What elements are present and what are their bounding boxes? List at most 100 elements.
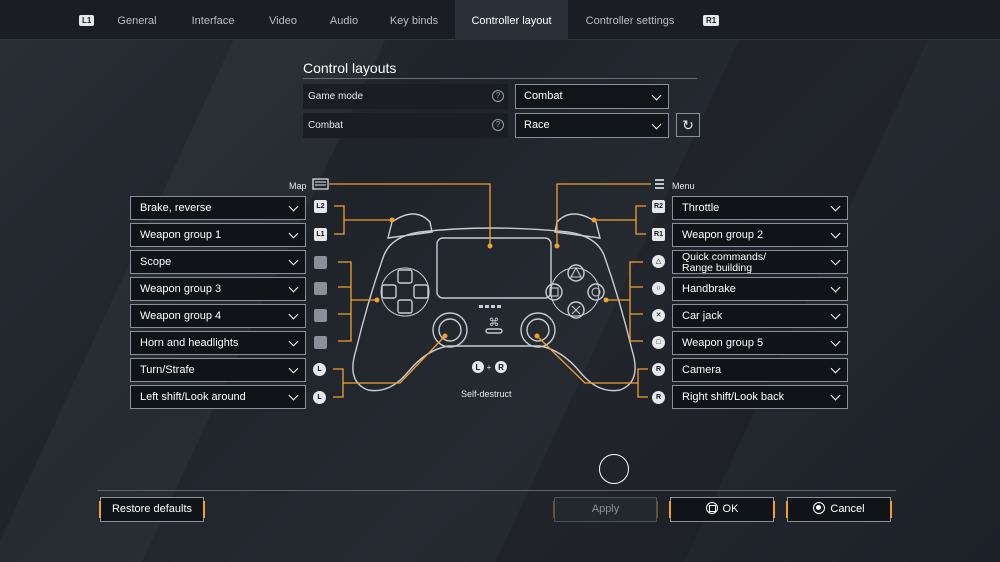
square-button-icon: □ <box>652 336 665 349</box>
l2-trigger-icon: L2 <box>314 200 327 213</box>
cancel-button[interactable]: Cancel <box>786 497 892 522</box>
binding-dpad-down-select[interactable]: Weapon group 4 <box>130 304 306 328</box>
binding-l3-select[interactable]: Left shift/Look around <box>130 385 306 409</box>
left-stick-icon: L <box>313 363 326 376</box>
help-icon[interactable]: ? <box>492 119 504 131</box>
binding-value: Weapon group 3 <box>140 283 222 295</box>
game-mode-select[interactable]: Combat <box>515 84 669 109</box>
circle-button-icon <box>813 502 826 514</box>
tab-general[interactable]: General <box>117 15 157 27</box>
game-mode-label: Game mode <box>308 91 364 102</box>
ok-button[interactable]: OK <box>669 497 775 522</box>
l1-shoulder-hint[interactable]: L1 <box>79 15 95 26</box>
right-stick-icon: R <box>652 363 665 376</box>
restore-defaults-button[interactable]: Restore defaults <box>99 497 205 522</box>
binding-dpad-right-select[interactable]: Horn and headlights <box>130 331 306 355</box>
game-mode-value: Combat <box>524 90 563 102</box>
binding-r1-select[interactable]: Weapon group 2 <box>672 223 848 247</box>
controller-outline <box>352 213 636 392</box>
chevron-down-icon <box>288 309 299 320</box>
binding-r2-select[interactable]: Throttle <box>672 196 848 220</box>
binding-value: Right shift/Look back <box>682 391 785 403</box>
dpad-right-icon <box>314 336 327 349</box>
svg-text:+: + <box>487 363 492 372</box>
left-stick-press-icon: L <box>313 391 326 404</box>
help-icon[interactable]: ? <box>492 90 504 102</box>
tab-controller-layout[interactable]: Controller layout <box>455 0 568 40</box>
r1-shoulder-hint[interactable]: R1 <box>703 15 720 26</box>
combat-layout-select[interactable]: Race <box>515 113 669 138</box>
dpad-down-icon <box>314 309 327 322</box>
binding-right-stick-select[interactable]: Camera <box>672 358 848 382</box>
binding-l2-select[interactable]: Brake, reverse <box>130 196 306 220</box>
binding-value: Horn and headlights <box>140 337 239 349</box>
svg-text:L: L <box>476 363 481 372</box>
binding-value: Scope <box>140 256 172 268</box>
right-stick-press-icon: R <box>652 391 665 404</box>
chevron-down-icon <box>830 363 841 374</box>
combat-row: Combat ? <box>303 113 508 138</box>
settings-tab-bar: L1 General Interface Video Audio Key bin… <box>0 0 1000 40</box>
binding-value: Weapon group 2 <box>682 229 764 241</box>
binding-cross-select[interactable]: Car jack <box>672 304 848 328</box>
binding-l1-select[interactable]: Weapon group 1 <box>130 223 306 247</box>
reset-layout-button[interactable]: ↻ <box>676 113 700 137</box>
footer-divider <box>97 490 896 491</box>
tab-video[interactable]: Video <box>269 15 297 27</box>
cursor-ring <box>599 454 629 484</box>
binding-dpad-left-select[interactable]: Weapon group 3 <box>130 277 306 301</box>
binding-value: Weapon group 5 <box>682 337 764 349</box>
binding-r3-select[interactable]: Right shift/Look back <box>672 385 848 409</box>
chevron-down-icon <box>830 255 841 266</box>
binding-value-line2: Range building <box>682 262 753 274</box>
combat-layout-value: Race <box>524 119 550 131</box>
binding-value: Turn/Strafe <box>140 364 195 376</box>
binding-value: Left shift/Look around <box>140 391 246 403</box>
section-divider <box>303 78 697 79</box>
binding-dpad-up-select[interactable]: Scope <box>130 250 306 274</box>
binding-value-line1: Quick commands/ <box>682 251 767 263</box>
dpad-left-icon <box>314 282 327 295</box>
playstation-logo-icon: ⌘ <box>479 305 501 329</box>
binding-left-stick-select[interactable]: Turn/Strafe <box>130 358 306 382</box>
refresh-icon: ↻ <box>682 117 694 133</box>
binding-value: Handbrake <box>682 283 736 295</box>
triangle-button-icon: △ <box>652 255 665 268</box>
cancel-label: Cancel <box>830 503 865 515</box>
self-destruct-label: Self-destruct <box>461 389 512 399</box>
map-button-icon <box>312 178 329 190</box>
binding-value: Weapon group 4 <box>140 310 222 322</box>
circle-button-icon: ○ <box>652 282 665 295</box>
tab-audio[interactable]: Audio <box>329 15 359 27</box>
chevron-down-icon <box>830 282 841 293</box>
binding-leader-lines <box>329 183 651 398</box>
chevron-down-icon <box>288 282 299 293</box>
svg-text:R: R <box>498 363 504 372</box>
chevron-down-icon <box>830 336 841 347</box>
chevron-down-icon <box>830 309 841 320</box>
binding-triangle-select[interactable]: Quick commands/Range building <box>672 250 848 274</box>
chevron-down-icon <box>830 390 841 401</box>
chevron-down-icon <box>288 201 299 212</box>
tab-controller-settings[interactable]: Controller settings <box>585 15 675 27</box>
apply-button[interactable]: Apply <box>553 497 658 522</box>
chevron-down-icon <box>288 363 299 374</box>
binding-value: Brake, reverse <box>140 202 212 214</box>
binding-value: Camera <box>682 364 722 376</box>
menu-label: Menu <box>672 181 695 191</box>
section-title: Control layouts <box>303 60 397 76</box>
binding-value: Weapon group 1 <box>140 229 222 241</box>
dpad-up-icon <box>314 256 327 269</box>
binding-square-select[interactable]: Weapon group 5 <box>672 331 848 355</box>
face-button-glyphs <box>549 266 601 315</box>
ok-label: OK <box>722 503 739 515</box>
svg-text:⌘: ⌘ <box>489 316 500 329</box>
cross-button-icon: ✕ <box>652 309 665 322</box>
binding-value: Throttle <box>682 202 720 214</box>
tab-key-binds[interactable]: Key binds <box>389 15 439 27</box>
self-destruct-glyph-icon: L + R <box>472 361 507 373</box>
tab-interface[interactable]: Interface <box>191 15 235 27</box>
menu-button-icon <box>655 179 664 189</box>
chevron-down-icon <box>288 255 299 266</box>
binding-circle-select[interactable]: Handbrake <box>672 277 848 301</box>
